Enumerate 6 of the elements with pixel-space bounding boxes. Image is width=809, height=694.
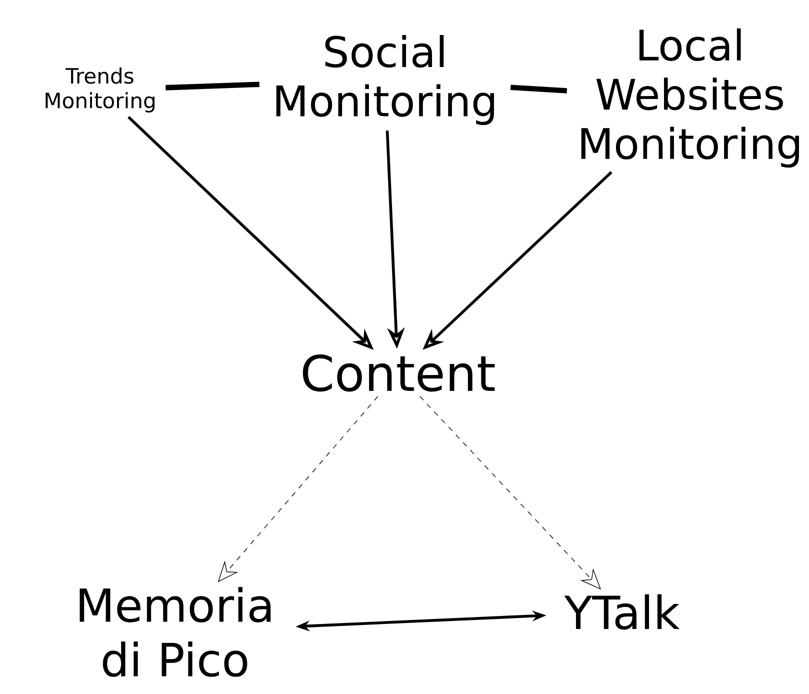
node-label: Trends Monitoring xyxy=(46,68,154,112)
node-label: Content xyxy=(302,354,495,392)
node-label: YTalk xyxy=(564,594,680,630)
node-label: Social Monitoring xyxy=(276,35,494,125)
node-label: Memoria di Pico xyxy=(80,587,271,677)
node-label: Local Websites Monitoring xyxy=(581,28,799,168)
